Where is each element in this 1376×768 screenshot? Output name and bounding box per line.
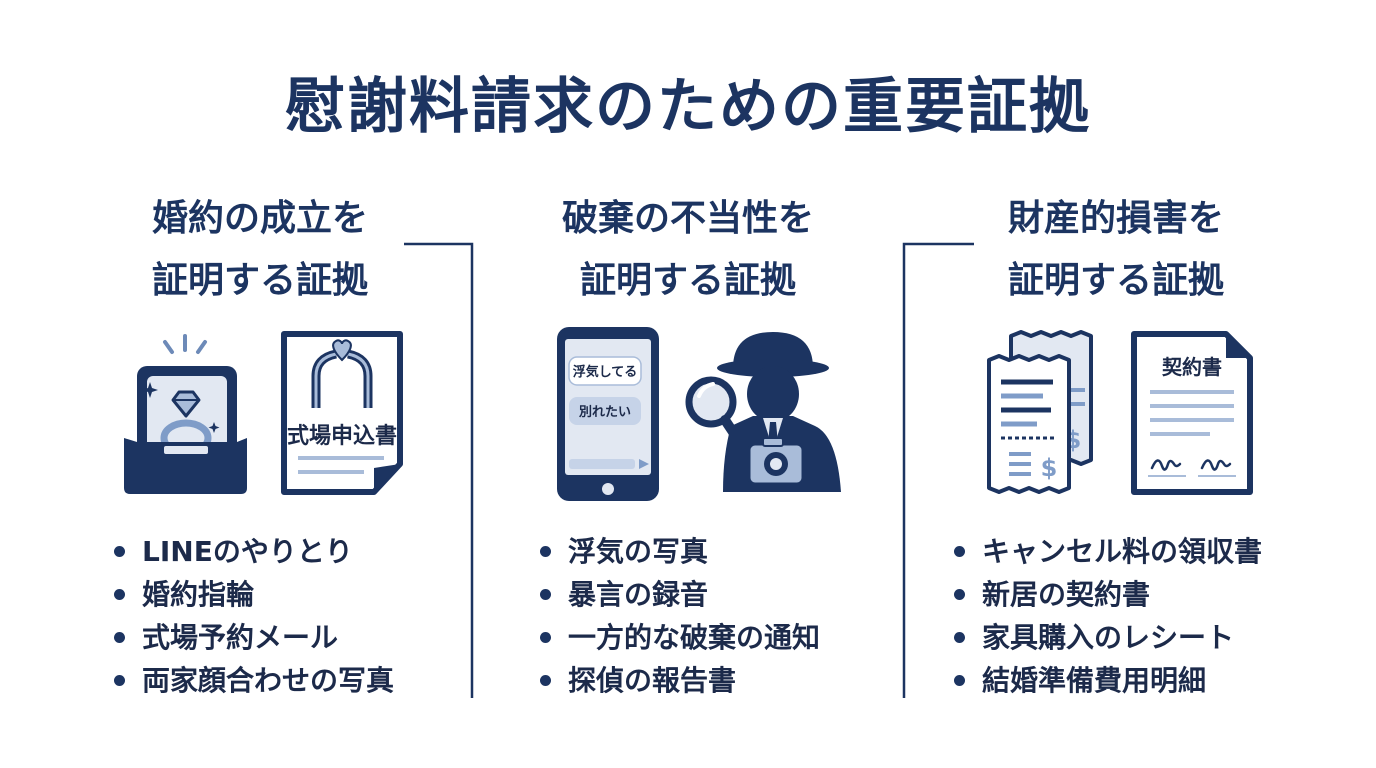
column-3-evidence-list: キャンセル料の領収書 新居の契約書 家具購入のレシート 結婚準備費用明細 — [952, 530, 1262, 702]
svg-text:$: $ — [1041, 454, 1058, 482]
column-divider-1 — [404, 242, 474, 698]
detective-icon — [685, 332, 841, 492]
column-1-heading: 婚約の成立を 証明する証拠 — [50, 188, 470, 312]
document-label: 契約書 — [1161, 355, 1222, 379]
column-2-heading: 破棄の不当性を 証明する証拠 — [478, 188, 898, 312]
ring-box-icon — [124, 334, 247, 494]
receipts-icon: $ $ — [987, 330, 1093, 494]
column-1-heading-line-1: 婚約の成立を — [151, 198, 368, 239]
list-item: 浮気の写真 — [538, 530, 820, 573]
list-item: 暴言の録音 — [538, 573, 820, 616]
column-2-heading-line-2: 証明する証拠 — [579, 260, 796, 301]
column-2-heading-line-1: 破棄の不当性を — [561, 198, 814, 239]
chat-bubble-1: 浮気してる — [573, 364, 638, 380]
column-divider-2 — [902, 242, 974, 698]
list-item: 探偵の報告書 — [538, 659, 820, 702]
contract-document-icon: 契約書 — [1131, 331, 1253, 495]
column-1-evidence-list: LINEのやりとり 婚約指輪 式場予約メール 両家顔合わせの写真 — [112, 530, 394, 702]
list-item: 家具購入のレシート — [952, 616, 1262, 659]
list-item: LINEのやりとり — [112, 530, 394, 573]
venue-application-document-icon: 式場申込書 — [281, 331, 403, 495]
column-2-evidence-list: 浮気の写真 暴言の録音 一方的な破棄の通知 探偵の報告書 — [538, 530, 820, 702]
list-item: 婚約指輪 — [112, 573, 394, 616]
list-item: 両家顔合わせの写真 — [112, 659, 394, 702]
list-item: 新居の契約書 — [952, 573, 1262, 616]
column-3-heading-line-1: 財産的損害を — [1007, 198, 1224, 239]
list-item: キャンセル料の領収書 — [952, 530, 1262, 573]
column-3-heading: 財産的損害を 証明する証拠 — [906, 188, 1326, 312]
list-item: 式場予約メール — [112, 616, 394, 659]
document-label: 式場申込書 — [287, 423, 397, 449]
column-3-heading-line-2: 証明する証拠 — [1007, 260, 1224, 301]
page-title: 慰謝料請求のための重要証拠 — [285, 72, 1091, 142]
list-item: 結婚準備費用明細 — [952, 659, 1262, 702]
smartphone-chat-icon: 浮気してる 別れたい — [557, 327, 659, 501]
list-item: 一方的な破棄の通知 — [538, 616, 820, 659]
chat-bubble-2: 別れたい — [578, 405, 631, 420]
column-1-heading-line-2: 証明する証拠 — [151, 260, 368, 301]
